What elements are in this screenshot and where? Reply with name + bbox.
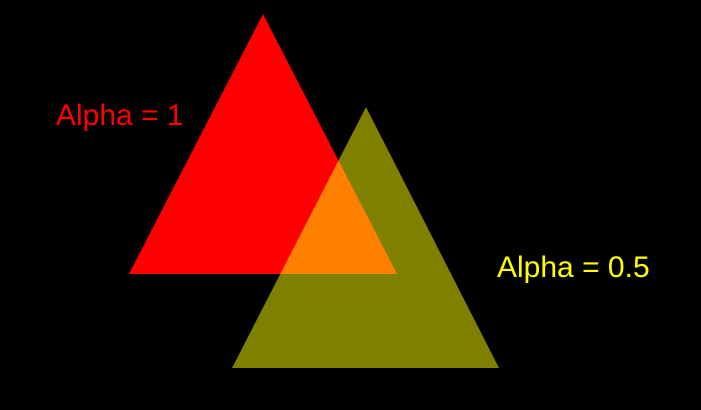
yellow-triangle <box>232 107 499 368</box>
red-triangle-label: Alpha = 1 <box>56 99 184 132</box>
yellow-triangle-label: Alpha = 0.5 <box>497 251 650 284</box>
